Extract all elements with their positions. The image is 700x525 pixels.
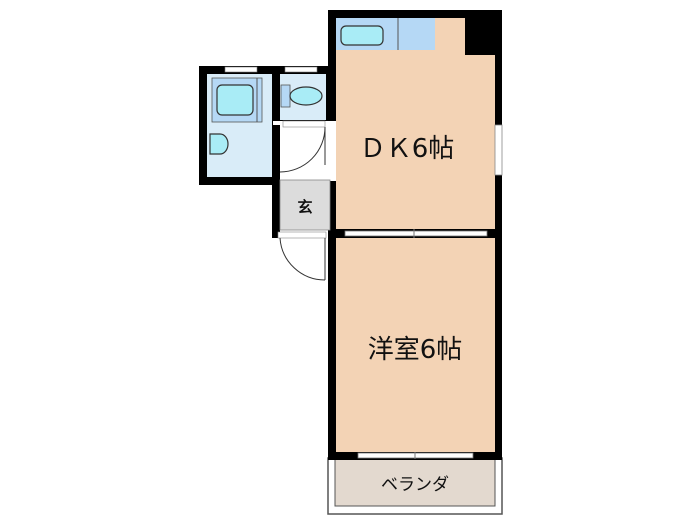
entrance-label: 玄 <box>297 198 312 216</box>
sliding-door <box>344 230 488 237</box>
toilet-door <box>279 126 326 173</box>
toilet-icon <box>280 84 323 108</box>
pillar <box>465 10 502 55</box>
bedroom-label: 洋室6帖 <box>368 335 463 365</box>
entrance <box>279 179 331 231</box>
balcony-label: ベランダ <box>381 475 449 495</box>
bedroom <box>336 238 495 452</box>
window <box>494 124 503 176</box>
bathtub-icon <box>211 77 263 123</box>
washbasin-icon <box>209 133 229 155</box>
balcony: ベランダ <box>327 457 503 515</box>
sink-icon <box>340 25 384 46</box>
kitchen-counter <box>336 18 435 50</box>
entrance-door <box>279 237 326 281</box>
dk-label: ＤＫ6帖 <box>360 134 455 164</box>
